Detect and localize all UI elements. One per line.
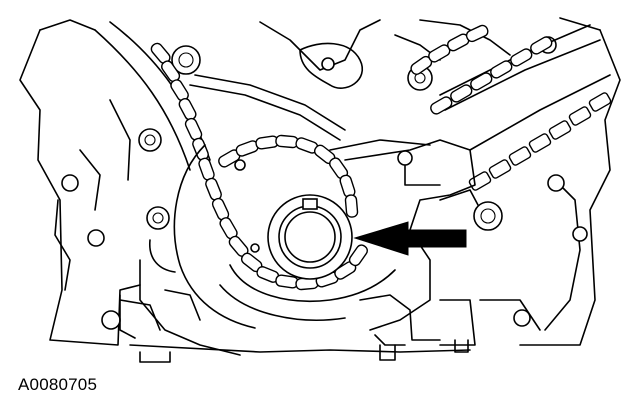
- tensioner-assembly: [344, 139, 479, 346]
- figure-caption: A0080705: [18, 375, 98, 394]
- timing-chain-right: [410, 24, 612, 191]
- lower-guide: [139, 144, 396, 356]
- bottom-pan: [119, 294, 471, 363]
- crankshaft-sprocket: [267, 194, 353, 280]
- callout-arrow: [353, 221, 467, 256]
- engine-block-outline: [19, 17, 621, 346]
- timing-chain-upper: [218, 134, 359, 218]
